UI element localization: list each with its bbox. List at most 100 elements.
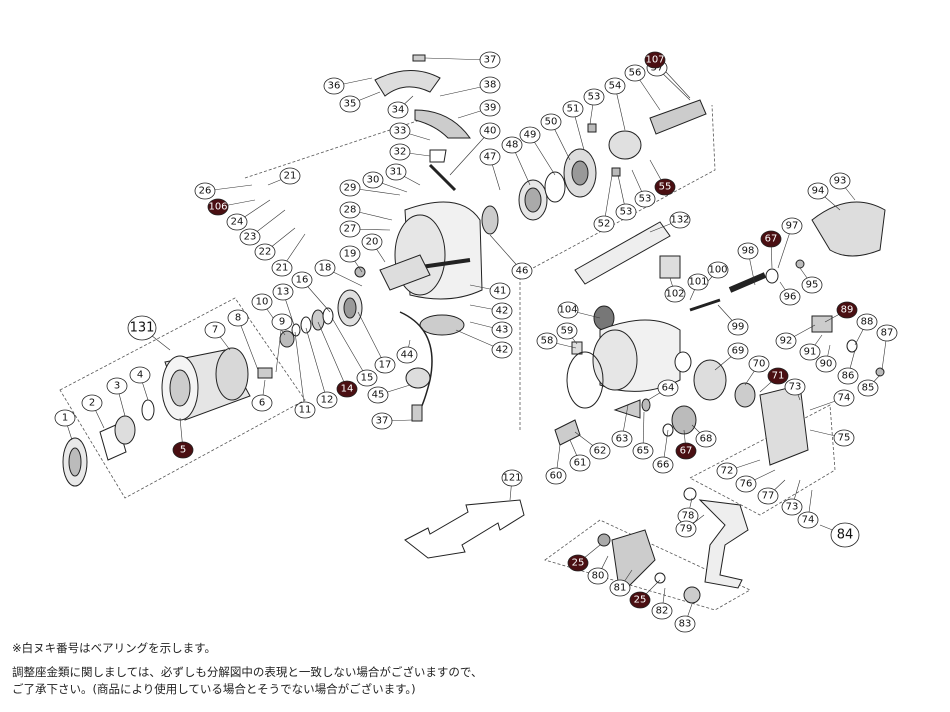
part-callout-73: 73	[784, 378, 806, 396]
callout-bubble	[356, 369, 378, 387]
callout-bubble	[857, 379, 879, 397]
part-callout-92: 92	[775, 332, 797, 350]
notes: ※白ヌキ番号はベアリングを示します。 調整座金類に関しましては、必ずしも分解図中…	[12, 640, 932, 698]
part-callout-52: 52	[593, 215, 615, 233]
part-callout-82: 82	[651, 602, 673, 620]
callout-number: 66	[657, 460, 670, 471]
callout-number: 98	[742, 246, 755, 257]
callout-number: 48	[506, 140, 519, 151]
callout-bubble	[501, 469, 523, 487]
part-callout-8: 8	[227, 309, 249, 327]
part-callout-2: 2	[81, 394, 103, 412]
callout-number: 23	[244, 232, 257, 243]
callout-number: 89	[841, 305, 854, 316]
callout-number: 82	[656, 606, 669, 617]
callout-number: 24	[231, 217, 244, 228]
part-callout-73: 73	[781, 498, 803, 516]
callout-bubble	[254, 243, 276, 261]
part-callout-121: 121	[501, 469, 523, 487]
callout-number: 77	[762, 491, 775, 502]
part-callout-69: 69	[727, 342, 749, 360]
callout-number: 70	[753, 359, 766, 370]
part-callout-50: 50	[540, 113, 562, 131]
callout-bubble	[781, 498, 803, 516]
leader-p37a	[424, 57, 491, 61]
disclaimer-line-2: ご了承下さい。(商品により使用している場合とそうでない場合がございます。)	[12, 682, 416, 696]
callout-bubble	[634, 190, 656, 208]
callout-bubble	[815, 355, 837, 373]
callout-number: 18	[319, 263, 332, 274]
callout-number: 26	[199, 186, 212, 197]
callout-number: 95	[806, 280, 819, 291]
callout-number: 38	[484, 80, 497, 91]
callout-number: 53	[639, 194, 652, 205]
callout-bubble	[540, 113, 562, 131]
callout-bubble	[194, 182, 216, 200]
callout-number: 97	[786, 221, 799, 232]
part-callout-42: 42	[491, 341, 513, 359]
callout-bubble	[583, 88, 605, 106]
callout-number: 28	[344, 205, 357, 216]
callout-number: 63	[616, 434, 629, 445]
callout-number: 29	[344, 183, 357, 194]
callout-bubble	[593, 215, 615, 233]
callout-number: 30	[367, 175, 380, 186]
callout-bubble	[781, 217, 803, 235]
callout-bubble	[479, 76, 501, 94]
callout-number: 107	[645, 55, 664, 66]
callout-number: 36	[328, 81, 341, 92]
callout-number: 13	[277, 287, 290, 298]
callout-number: 37	[484, 55, 497, 66]
part-callout-65: 65	[632, 442, 654, 460]
callout-bubble	[479, 99, 501, 117]
callout-number: 5	[180, 445, 186, 456]
callout-bubble	[536, 332, 558, 350]
part-callout-90: 90	[815, 355, 837, 373]
callout-number: 85	[862, 383, 875, 394]
callout-bubble	[652, 456, 674, 474]
callout-bubble	[129, 366, 151, 384]
part-callout-40: 40	[479, 122, 501, 140]
callout-number: 88	[861, 317, 874, 328]
callout-bubble	[279, 167, 301, 185]
part-callout-67: 67	[675, 442, 697, 460]
part-callout-98: 98	[737, 242, 759, 260]
callout-number: 74	[802, 515, 815, 526]
part-callout-59: 59	[556, 322, 578, 340]
part-callout-75: 75	[833, 429, 855, 447]
callout-number: 65	[637, 446, 650, 457]
part-callout-41: 41	[489, 282, 511, 300]
callout-bubble	[339, 245, 361, 263]
callout-bubble	[632, 442, 654, 460]
part-callout-87: 87	[876, 324, 898, 342]
callout-number: 78	[682, 511, 695, 522]
callout-bubble	[735, 475, 757, 493]
part-callout-96: 96	[779, 288, 801, 306]
callout-bubble	[314, 259, 336, 277]
part-callout-18: 18	[314, 259, 336, 277]
callout-bubble	[695, 430, 717, 448]
callout-bubble	[545, 467, 567, 485]
callout-bubble	[387, 101, 409, 119]
callout-bubble	[519, 126, 541, 144]
callout-bubble	[707, 261, 729, 279]
callout-number: 50	[545, 117, 558, 128]
part-callout-70: 70	[748, 355, 770, 373]
callout-number: 106	[208, 202, 227, 213]
part-callout-7: 7	[204, 321, 226, 339]
callout-number: 20	[366, 237, 379, 248]
part-callout-17: 17	[374, 356, 396, 374]
callout-bubble	[491, 321, 513, 339]
callout-bubble	[833, 389, 855, 407]
part-callout-99: 99	[727, 318, 749, 336]
part-callout-54: 54	[604, 77, 626, 95]
callout-bubble	[54, 409, 76, 427]
callout-number: 90	[820, 359, 833, 370]
callout-number: 44	[401, 350, 414, 361]
callout-number: 19	[344, 249, 357, 260]
callout-number: 73	[789, 382, 802, 393]
callout-bubble	[339, 179, 361, 197]
callout-bubble	[362, 171, 384, 189]
callout-number: 2	[89, 398, 95, 409]
